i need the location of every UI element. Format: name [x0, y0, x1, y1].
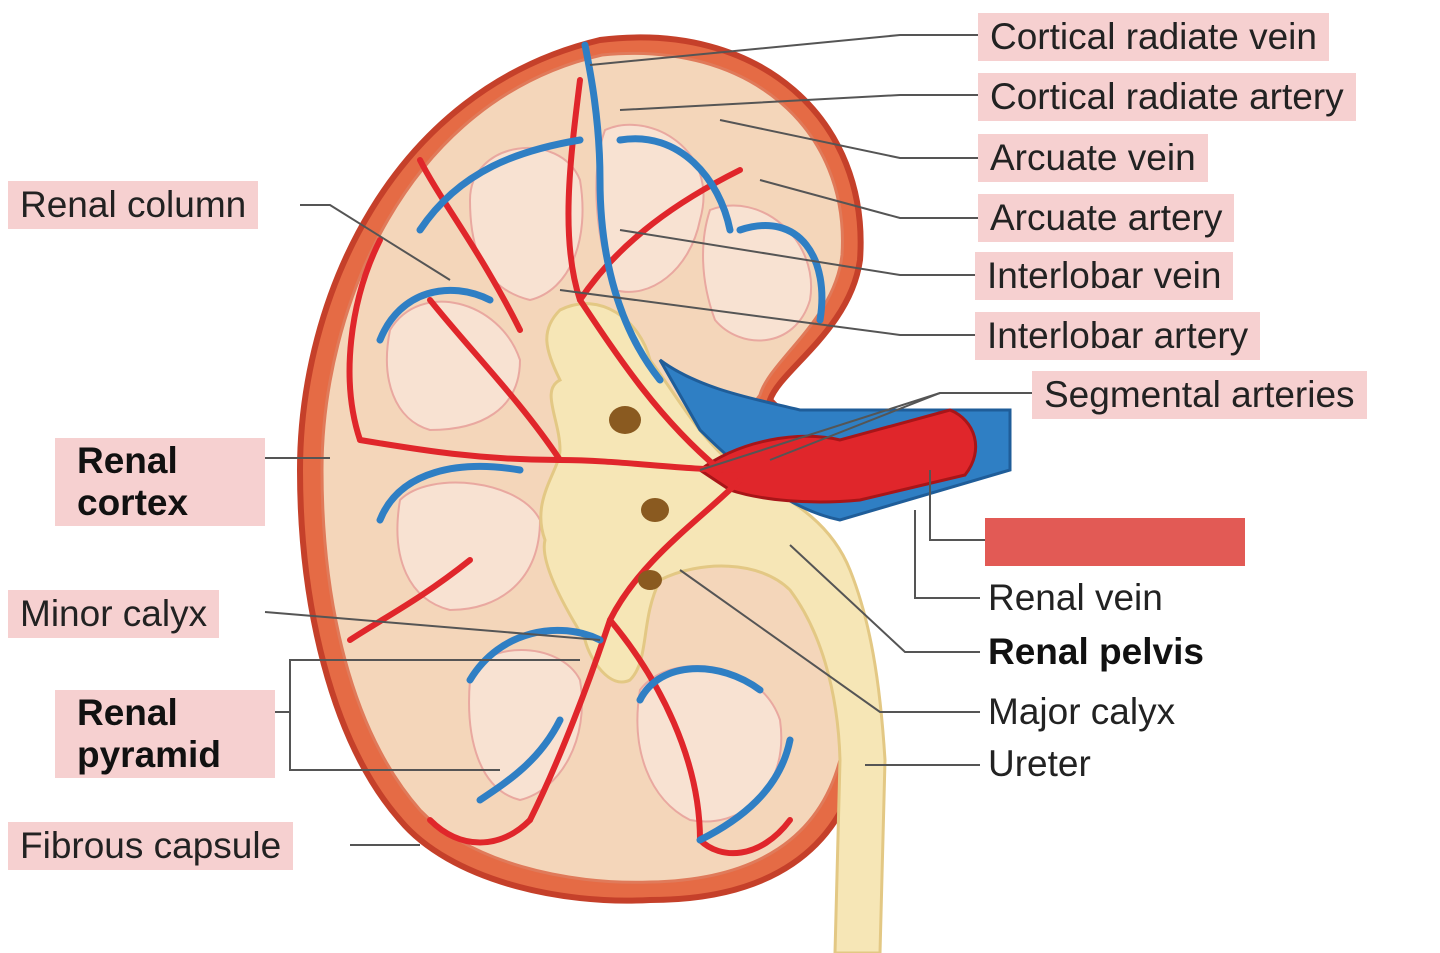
label-renal-cortex-line2: cortex [77, 482, 189, 523]
label-renal-pyramid: Renal pyramid [55, 690, 275, 778]
label-renal-pyramid-line2: pyramid [77, 734, 221, 775]
label-arcuate-artery: Arcuate artery [978, 194, 1235, 242]
label-renal-column: Renal column [8, 181, 259, 229]
label-major-calyx: Major calyx [988, 691, 1176, 732]
label-renal-cortex-line1: Renal [77, 440, 178, 481]
redacted-answer-box [985, 518, 1245, 566]
label-interlobar-vein: Interlobar vein [975, 252, 1234, 300]
label-renal-pelvis: Renal pelvis [988, 631, 1204, 672]
renal-artery-shape [697, 408, 978, 504]
label-segmental-arteries: Segmental arteries [1032, 371, 1367, 419]
label-ureter: Ureter [988, 743, 1091, 784]
label-renal-pyramid-line1: Renal [77, 692, 178, 733]
label-cortical-radiate-artery: Cortical radiate artery [978, 73, 1356, 121]
venous-tree [376, 41, 826, 844]
label-renal-vein: Renal vein [988, 577, 1163, 618]
label-fibrous-capsule: Fibrous capsule [8, 822, 294, 870]
label-interlobar-artery: Interlobar artery [975, 312, 1261, 360]
label-minor-calyx: Minor calyx [8, 590, 220, 638]
label-arcuate-vein: Arcuate vein [978, 134, 1208, 182]
arterial-tree [346, 77, 793, 856]
label-renal-cortex: Renal cortex [55, 438, 265, 526]
leader-lines [210, 34, 1040, 846]
label-cortical-radiate-vein: Cortical radiate vein [978, 13, 1329, 61]
renal-pyramids [386, 123, 813, 823]
calyx-openings [609, 406, 669, 590]
